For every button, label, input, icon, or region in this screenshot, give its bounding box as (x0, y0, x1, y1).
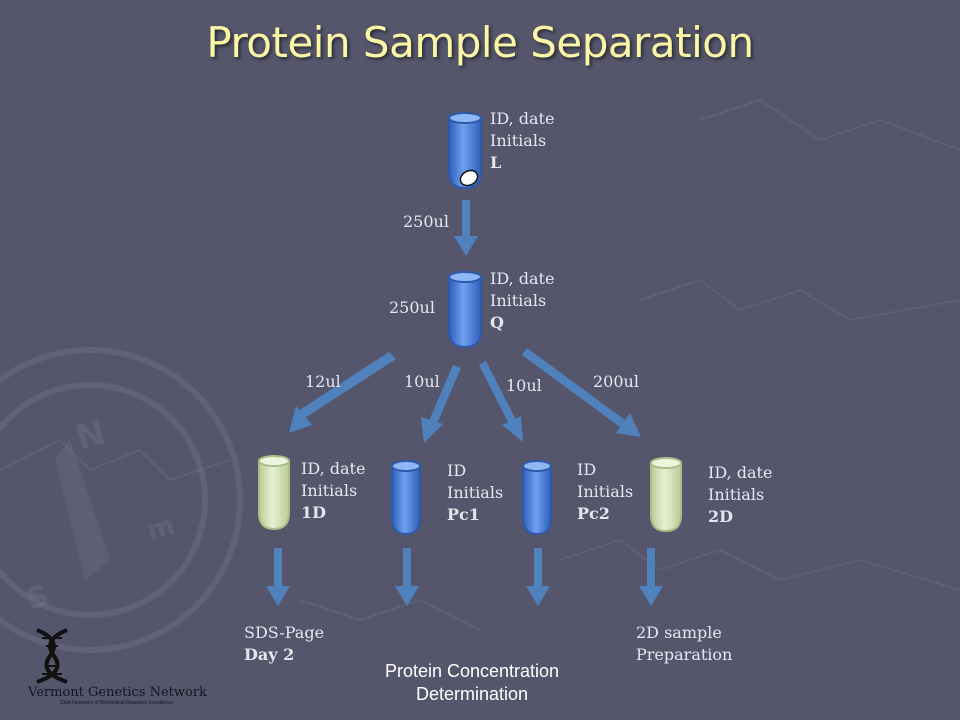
tube-pc2-code: Pc2 (577, 504, 610, 523)
tube-pc1-line2: Initials (447, 483, 504, 502)
volume-q-label: 250ul (389, 298, 435, 317)
tube-pc1-code: Pc1 (447, 505, 480, 524)
tube-1d-line2: Initials (301, 481, 358, 500)
arrow-pc2-down (526, 548, 550, 606)
arrow-l-to-q (454, 200, 478, 256)
tube-q-code: Q (490, 313, 504, 332)
pcd-line2: Determination (415, 684, 529, 704)
arrow-1d-down (266, 548, 290, 606)
arrow-2d-down (639, 548, 663, 606)
tube-2d-label: ID, date Initials 2D (708, 462, 772, 528)
sample-prep-outcome: 2D sample Preparation (636, 622, 732, 666)
sds-page-line1: SDS-Page (244, 623, 325, 642)
volume-1d-label: 12ul (305, 372, 341, 391)
tube-pc2 (522, 460, 552, 536)
volume-pc1-label: 10ul (404, 372, 440, 391)
volume-2d-label: 200ul (593, 372, 639, 391)
pcd-line1: Protein Concentration (384, 661, 560, 681)
tube-pc1-label: ID Initials Pc1 (447, 460, 503, 526)
vgn-logo-icon (36, 628, 68, 684)
protein-concentration-outcome: Protein Concentration Determination (352, 660, 592, 706)
tube-2d-line1: ID, date (708, 463, 773, 482)
tube-pc1 (391, 460, 421, 536)
prep-line1: 2D sample (636, 623, 722, 642)
volume-transfer-label: 250ul (403, 212, 449, 231)
tube-l-line2: Initials (490, 131, 547, 150)
volume-pc2-label: 10ul (506, 376, 542, 395)
arrow-q-to-2d (522, 348, 641, 437)
tube-1d (258, 455, 290, 531)
tube-2d-code: 2D (708, 507, 734, 526)
tube-q-line2: Initials (490, 291, 547, 310)
tube-pc2-line1: ID (577, 460, 597, 479)
arrow-pc1-down (395, 548, 419, 606)
tube-1d-code: 1D (301, 503, 327, 522)
pellet-marker-icon (459, 169, 479, 187)
tube-1d-label: ID, date Initials 1D (301, 458, 365, 524)
tube-2d (650, 457, 682, 533)
sds-page-line2: Day 2 (244, 645, 295, 664)
arrow-q-to-pc1 (421, 365, 461, 443)
tube-pc2-label: ID Initials Pc2 (577, 459, 633, 525)
tube-q-line1: ID, date (490, 269, 555, 288)
prep-line2: Preparation (636, 645, 733, 664)
slide-title: Protein Sample Separation (206, 18, 754, 67)
logo-tagline: IDeA Networks of Biomedical Research Exc… (60, 700, 173, 706)
tube-q-label: ID, date Initials Q (490, 268, 554, 334)
sds-page-outcome: SDS-Page Day 2 (244, 622, 324, 666)
tube-l-code: L (490, 153, 502, 172)
arrow-q-to-pc2 (479, 361, 523, 442)
tube-pc2-line2: Initials (577, 482, 634, 501)
arrow-q-to-1d (289, 352, 396, 433)
tube-q (448, 271, 482, 349)
tube-pc1-line1: ID (447, 461, 467, 480)
tube-2d-line2: Initials (708, 485, 765, 504)
logo-name: Vermont Genetics Network (28, 685, 207, 700)
tube-l (448, 112, 482, 190)
tube-l-line1: ID, date (490, 109, 555, 128)
compass-watermark-icon (0, 347, 243, 653)
tube-l-label: ID, date Initials L (490, 108, 554, 174)
tube-1d-line1: ID, date (301, 459, 366, 478)
